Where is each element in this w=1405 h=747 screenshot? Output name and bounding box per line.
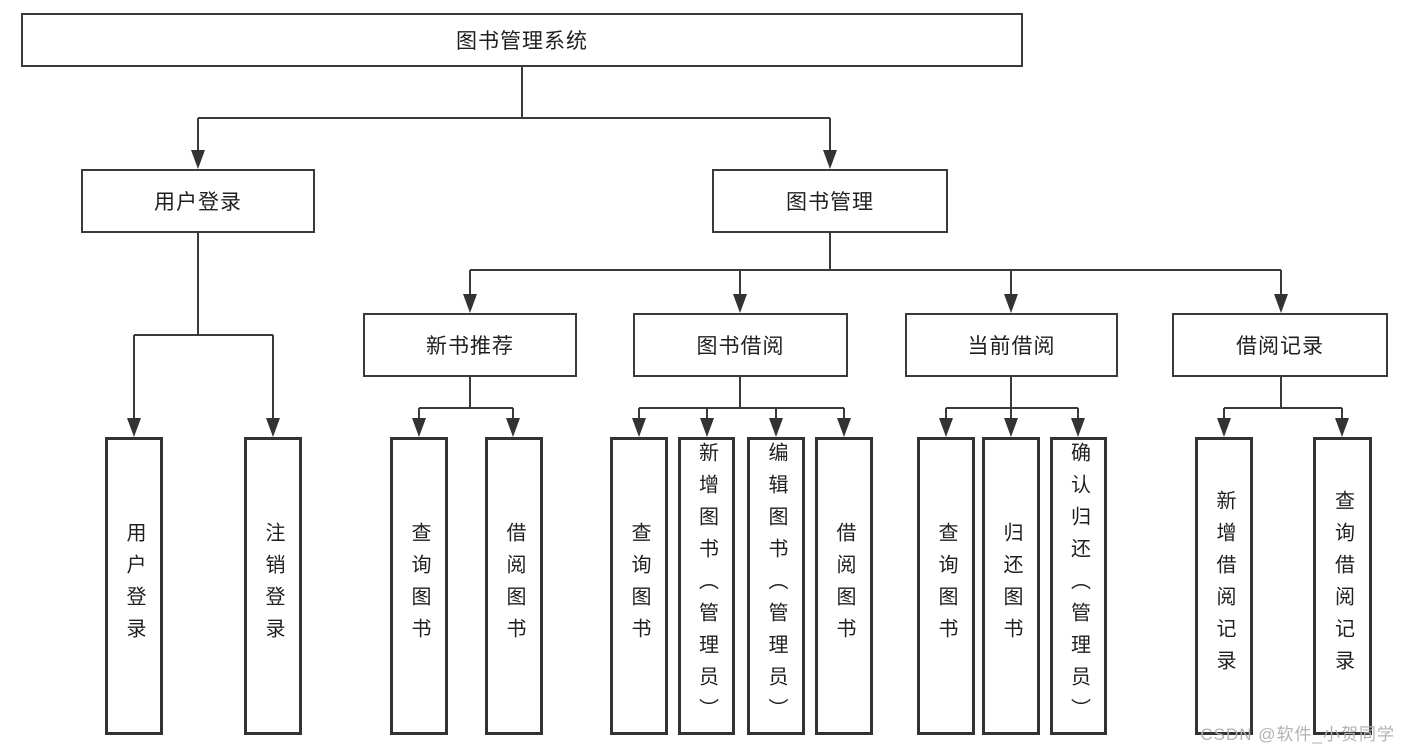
node-user-login: 用户登录: [81, 169, 315, 233]
leaf-cb-return-books-label: 归还图书: [1000, 522, 1022, 650]
leaf-br-add-record-label: 新增借阅记录: [1213, 490, 1235, 682]
leaf-nb-query-books-label: 查询图书: [408, 522, 430, 650]
leaf-cb-confirm-return-admin-label: 确认归还（管理员）: [1067, 442, 1090, 730]
leaf-logout: 注销登录: [244, 437, 302, 735]
leaf-logout-label: 注销登录: [262, 522, 284, 650]
leaf-bb-borrow-books-label: 借阅图书: [833, 522, 855, 650]
leaf-br-query-record: 查询借阅记录: [1313, 437, 1372, 735]
arrowhead-group: [127, 150, 1349, 437]
leaf-bb-add-books-admin-label: 新增图书（管理员）: [695, 442, 718, 730]
leaf-cb-confirm-return-admin: 确认归还（管理员）: [1050, 437, 1107, 735]
node-new-book-recommendation: 新书推荐: [363, 313, 577, 377]
watermark: CSDN @软件_小贺同学: [1200, 725, 1395, 744]
leaf-cb-query-books: 查询图书: [917, 437, 975, 735]
node-book-management: 图书管理: [712, 169, 948, 233]
node-book-borrowing: 图书借阅: [633, 313, 848, 377]
leaf-br-query-record-label: 查询借阅记录: [1331, 490, 1354, 682]
leaf-bb-query-books-label: 查询图书: [628, 522, 650, 650]
node-borrowing-records: 借阅记录: [1172, 313, 1388, 377]
leaf-cb-return-books: 归还图书: [982, 437, 1040, 735]
leaf-bb-query-books: 查询图书: [610, 437, 668, 735]
leaf-bb-add-books-admin: 新增图书（管理员）: [678, 437, 735, 735]
leaf-bb-edit-books-admin: 编辑图书（管理员）: [747, 437, 805, 735]
node-current-borrowing: 当前借阅: [905, 313, 1118, 377]
leaf-cb-query-books-label: 查询图书: [935, 522, 957, 650]
leaf-nb-borrow-books-label: 借阅图书: [503, 522, 525, 650]
leaf-nb-borrow-books: 借阅图书: [485, 437, 543, 735]
leaf-bb-edit-books-admin-label: 编辑图书（管理员）: [765, 442, 787, 730]
leaf-bb-borrow-books: 借阅图书: [815, 437, 873, 735]
node-root: 图书管理系统: [21, 13, 1023, 67]
connector-lines: [133, 67, 1343, 420]
leaf-user-login: 用户登录: [105, 437, 163, 735]
leaf-nb-query-books: 查询图书: [390, 437, 448, 735]
leaf-user-login-label: 用户登录: [123, 522, 145, 650]
leaf-br-add-record: 新增借阅记录: [1195, 437, 1253, 735]
